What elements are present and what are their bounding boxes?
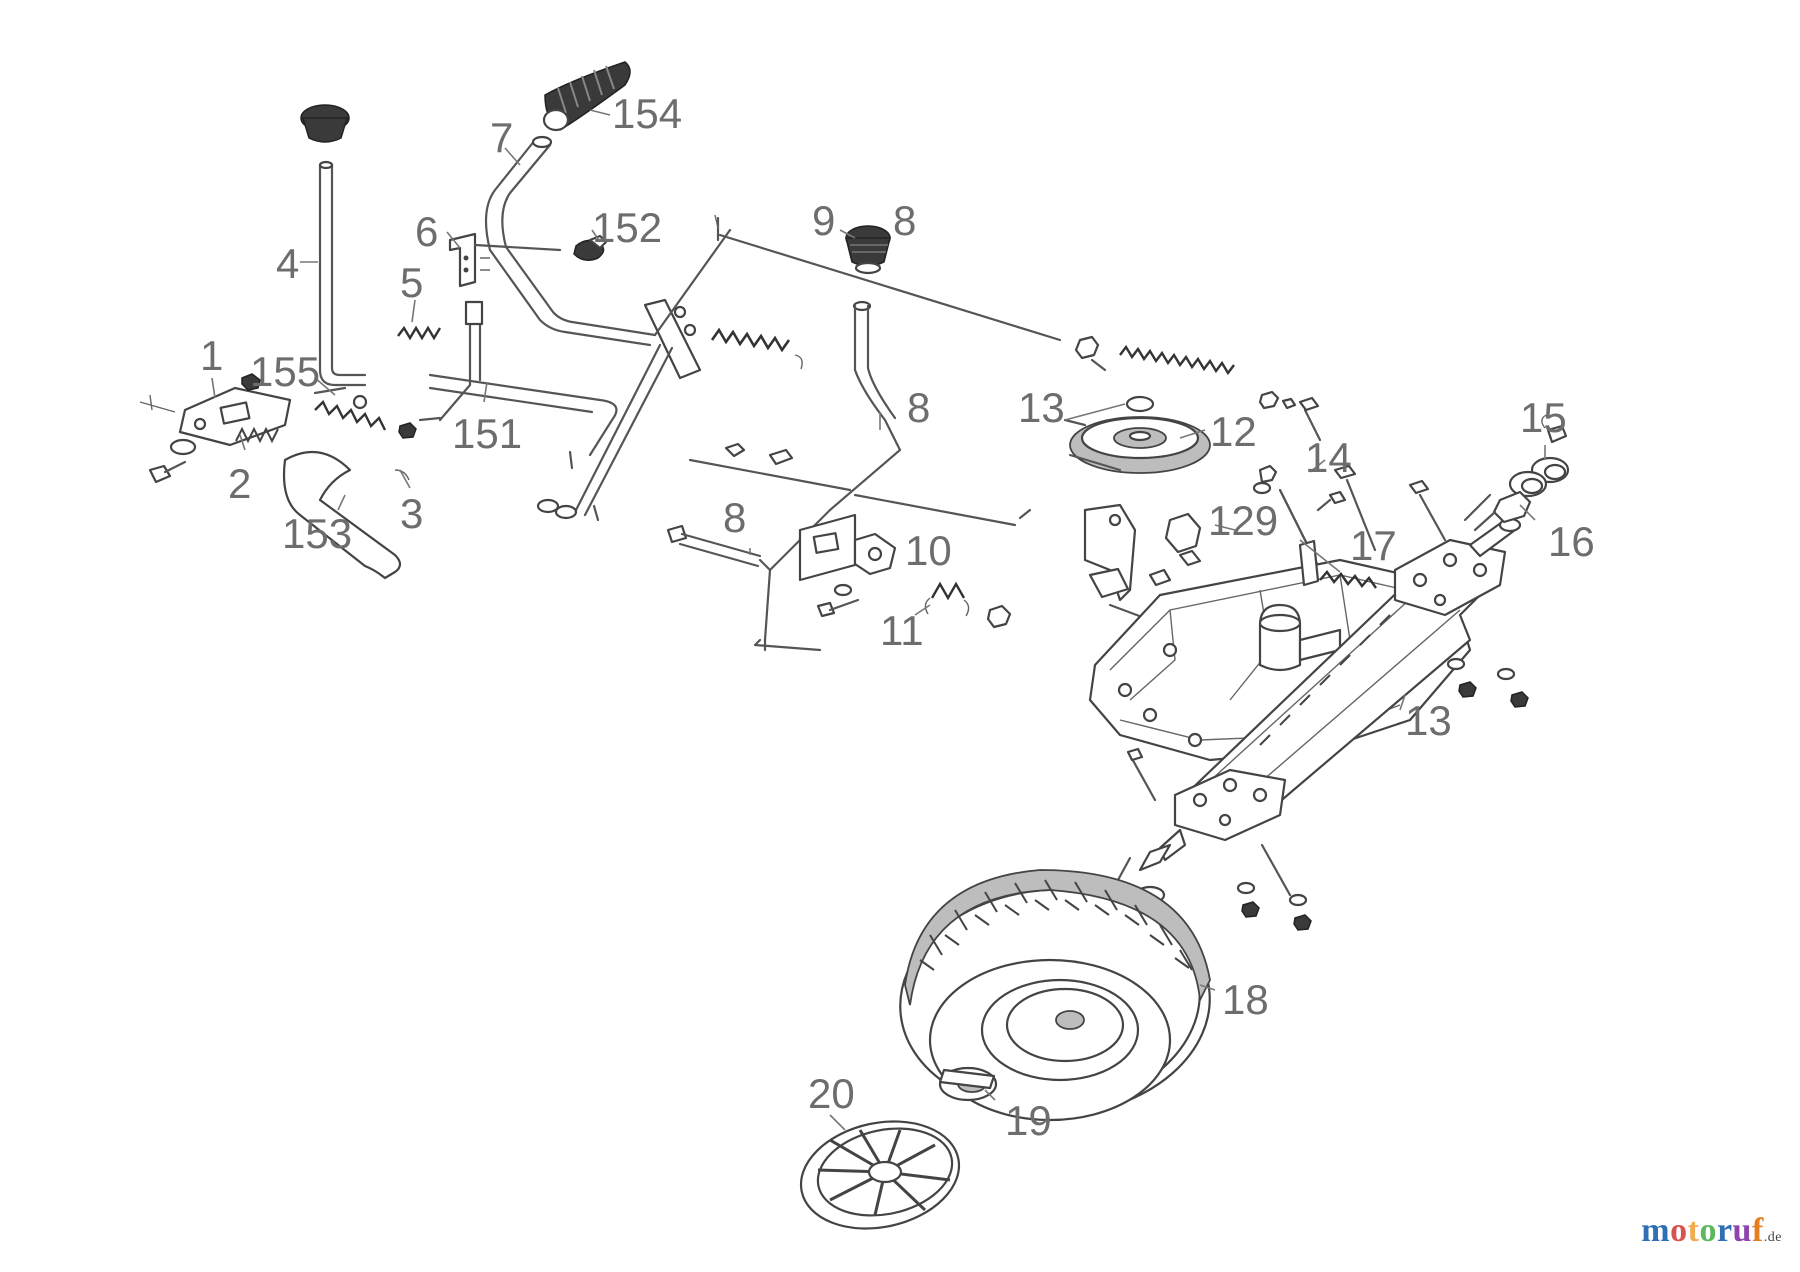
label-13-top: 13 <box>1018 384 1065 431</box>
label-152: 152 <box>592 204 662 251</box>
hub-cap-19 <box>914 1066 998 1151</box>
wheel-18 <box>899 869 1211 1122</box>
part-labels: 1 2 3 4 5 6 7 8 8 8 9 10 11 12 13 13 14 … <box>200 90 1595 1144</box>
label-10: 10 <box>905 527 952 574</box>
label-154: 154 <box>612 90 682 137</box>
label-18: 18 <box>1222 976 1269 1023</box>
label-20: 20 <box>808 1070 855 1117</box>
label-153: 153 <box>282 510 352 557</box>
label-8-left: 8 <box>723 494 746 541</box>
label-2: 2 <box>228 460 251 507</box>
label-17: 17 <box>1350 522 1397 569</box>
transaxle-housing <box>1083 503 1522 872</box>
label-4: 4 <box>276 240 299 287</box>
label-151: 151 <box>452 410 522 457</box>
label-155: 155 <box>250 348 320 395</box>
label-9: 9 <box>812 197 835 244</box>
label-15: 15 <box>1520 394 1567 441</box>
bushings-15-16 <box>1463 413 1570 532</box>
brand-name: motoruf <box>1641 1212 1764 1249</box>
label-5: 5 <box>400 259 423 306</box>
label-19: 19 <box>1005 1097 1052 1144</box>
knob-9 <box>845 225 891 275</box>
label-3: 3 <box>400 490 423 537</box>
gear-lever-assembly <box>139 104 417 580</box>
label-14: 14 <box>1305 434 1352 481</box>
label-8-mid: 8 <box>907 384 930 431</box>
label-12: 12 <box>1210 408 1257 455</box>
label-129: 129 <box>1208 497 1278 544</box>
long-rod-top <box>714 214 1062 342</box>
label-8-top: 8 <box>893 197 916 244</box>
hub-cap-20 <box>799 1120 961 1230</box>
label-13-bottom: 13 <box>1405 697 1452 744</box>
brand-logo: motoruf.de <box>1641 1212 1782 1250</box>
mid-lever-assembly <box>666 300 1032 652</box>
label-11: 11 <box>880 607 924 654</box>
label-6: 6 <box>415 208 438 255</box>
label-1: 1 <box>200 332 223 379</box>
brand-tld: .de <box>1763 1230 1782 1245</box>
spring-pedal <box>710 327 791 353</box>
leader-lines <box>211 109 1546 1131</box>
pulley-assembly <box>1063 335 1447 572</box>
spring-5 <box>397 325 442 341</box>
label-7: 7 <box>490 114 513 161</box>
pedal-frame <box>418 61 732 522</box>
label-16: 16 <box>1548 518 1595 565</box>
